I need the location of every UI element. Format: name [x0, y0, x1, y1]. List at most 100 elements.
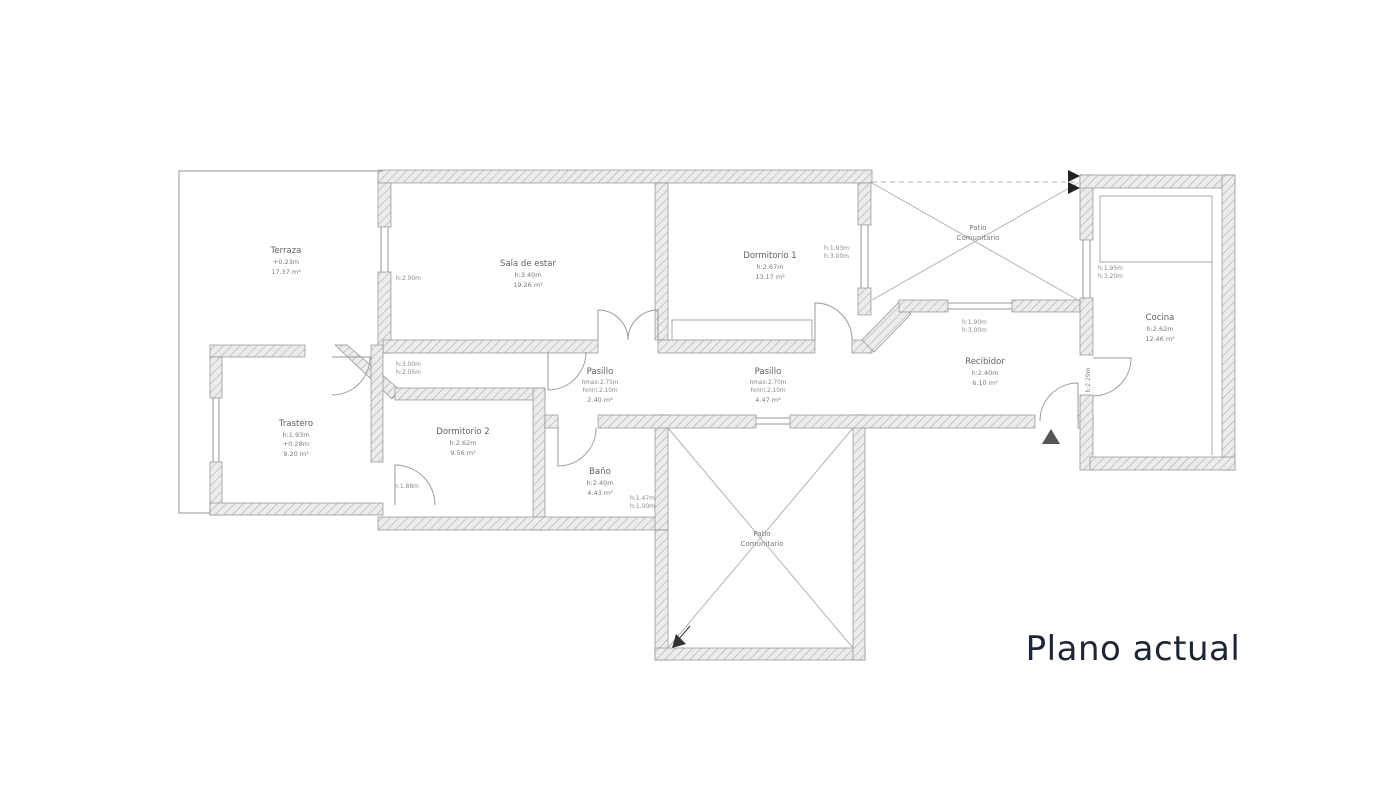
label-terraza-area: 17.37 m²	[271, 268, 301, 276]
label-pasillo1-hmax: hmax:2.75m	[582, 380, 619, 386]
label-dormitorio1: Dormitorio 1	[743, 251, 796, 261]
label-pasillo1-hmin: hmin:2.10m	[582, 388, 617, 394]
windows	[212, 225, 1091, 462]
wall-segment	[852, 414, 866, 661]
wall-segment	[209, 356, 223, 399]
label-trastero-area: 9.20 m²	[283, 450, 309, 458]
wall-segment	[1079, 297, 1094, 356]
door-bano	[557, 427, 597, 467]
label-pasillo2-hmin: hmin:2.10m	[750, 388, 785, 394]
wall-segment	[1089, 456, 1236, 471]
patio-cross-line	[871, 182, 1079, 301]
plan-title: Plano actual	[1026, 629, 1241, 669]
wall-segment	[654, 529, 669, 661]
label-patio-superior-2: Comunitario	[957, 234, 1000, 242]
label-dormitorio2-area: 9.56 m²	[450, 449, 476, 457]
label-dormitorio2-height: h:2.62m	[449, 439, 476, 447]
door-cocina	[1092, 357, 1132, 397]
patio-inferior-marks	[667, 427, 854, 649]
patio-cross-line	[667, 427, 854, 649]
wall-segment	[1079, 174, 1236, 189]
label-trastero-height: h:1.93m	[282, 431, 309, 439]
wall-segment	[789, 414, 1036, 429]
label-patio-inferior-1: Patio	[753, 530, 770, 538]
annot-sala-window: h:2.00m	[396, 275, 421, 282]
label-sala-area: 19.26 m²	[513, 281, 543, 289]
wall-segment	[1079, 394, 1094, 471]
label-terraza-level: +0.23m	[273, 258, 299, 266]
wall-segment	[394, 387, 546, 401]
annot-cocina-window-a: h:1.95m	[1098, 265, 1123, 272]
section-marker-icon	[1068, 170, 1080, 182]
door-pasillo	[547, 351, 587, 391]
door-sala-right-leaf	[627, 309, 659, 341]
wall-segment	[597, 414, 757, 429]
annot-dorm1-window-a: h:1.93m	[824, 245, 849, 252]
label-cocina-height: h:2.62m	[1146, 325, 1173, 333]
annot-bano-b: h:1.00m	[630, 503, 655, 510]
wall-segment	[377, 182, 392, 228]
label-pasillo1: Pasillo	[587, 367, 614, 377]
wall-segment	[654, 182, 669, 341]
wall-segment	[1221, 174, 1236, 471]
door-entrada-recibidor	[1039, 382, 1079, 422]
wall-segment	[377, 169, 873, 184]
door-terraza-vestibulo	[331, 356, 371, 396]
door-dormitorio1	[814, 302, 853, 341]
label-trastero: Trastero	[278, 419, 313, 429]
wall-segment	[370, 344, 384, 463]
cocina-counter-top	[1099, 195, 1213, 263]
label-patio-inferior-2: Comunitario	[741, 540, 784, 548]
patio-superior-marks	[871, 181, 1080, 301]
annot-recibidor-window-b: h:3.00m	[962, 327, 987, 334]
annot-recibidor-window-a: h:1.90m	[962, 319, 987, 326]
label-recibidor: Recibidor	[965, 357, 1005, 367]
wall-segment	[654, 647, 866, 661]
label-dormitorio2: Dormitorio 2	[436, 427, 489, 437]
wall-segment	[209, 502, 384, 516]
wall-segment	[209, 344, 306, 358]
wall-segment	[382, 339, 599, 354]
label-pasillo1-area: 2.40 m²	[587, 396, 613, 404]
label-dormitorio1-height: h:2.67m	[756, 263, 783, 271]
section-marker-icon	[1068, 182, 1080, 194]
wall-segment	[657, 339, 816, 354]
label-cocina: Cocina	[1146, 313, 1175, 323]
room-labels: Terraza +0.23m 17.37 m² Sala de estar h:…	[270, 224, 1176, 548]
label-recibidor-area: 6.10 m²	[972, 379, 998, 387]
doors	[331, 302, 1132, 506]
wall-segment	[377, 516, 669, 531]
door-sala-left-leaf	[597, 309, 629, 341]
label-sala: Sala de estar	[500, 259, 556, 269]
wall-segment	[654, 414, 669, 531]
dimension-annotations: h:2.00m h:3.00m h:2.05m h:1.93m h:3.00m …	[394, 245, 1123, 510]
door-dormitorio2	[394, 464, 436, 506]
label-pasillo2-hmax: hmax:2.70m	[750, 380, 787, 386]
walls	[209, 169, 1236, 661]
label-bano-area: 4.43 m²	[587, 489, 613, 497]
annot-vestibulo-a: h:3.00m	[396, 361, 421, 368]
label-terraza: Terraza	[270, 246, 302, 256]
dorm1-wardrobe	[671, 319, 813, 341]
label-cocina-area: 12.46 m²	[1145, 335, 1175, 343]
label-dormitorio1-area: 13.17 m²	[755, 273, 785, 281]
annot-cocina-door: h:2.29m	[1085, 367, 1092, 392]
wall-segment-diagonal	[861, 301, 912, 353]
label-patio-superior-1: Patio	[969, 224, 986, 232]
label-recibidor-height: h:2.40m	[971, 369, 998, 377]
entrance-arrow	[1042, 429, 1060, 444]
north-arrow-line	[677, 625, 691, 641]
annot-cocina-window-b: h:3.20m	[1098, 273, 1123, 280]
wall-segment	[544, 414, 559, 429]
label-sala-height: h:3.40m	[514, 271, 541, 279]
annot-vestibulo-b: h:2.05m	[396, 369, 421, 376]
wall-segment	[898, 299, 949, 313]
annot-bano-a: h:1.47m	[630, 495, 655, 502]
label-pasillo2: Pasillo	[755, 367, 782, 377]
label-bano: Baño	[589, 467, 611, 477]
wall-segment	[857, 287, 872, 316]
annot-dorm1-window-b: h:3.00m	[824, 253, 849, 260]
north-arrow-icon	[672, 634, 686, 648]
